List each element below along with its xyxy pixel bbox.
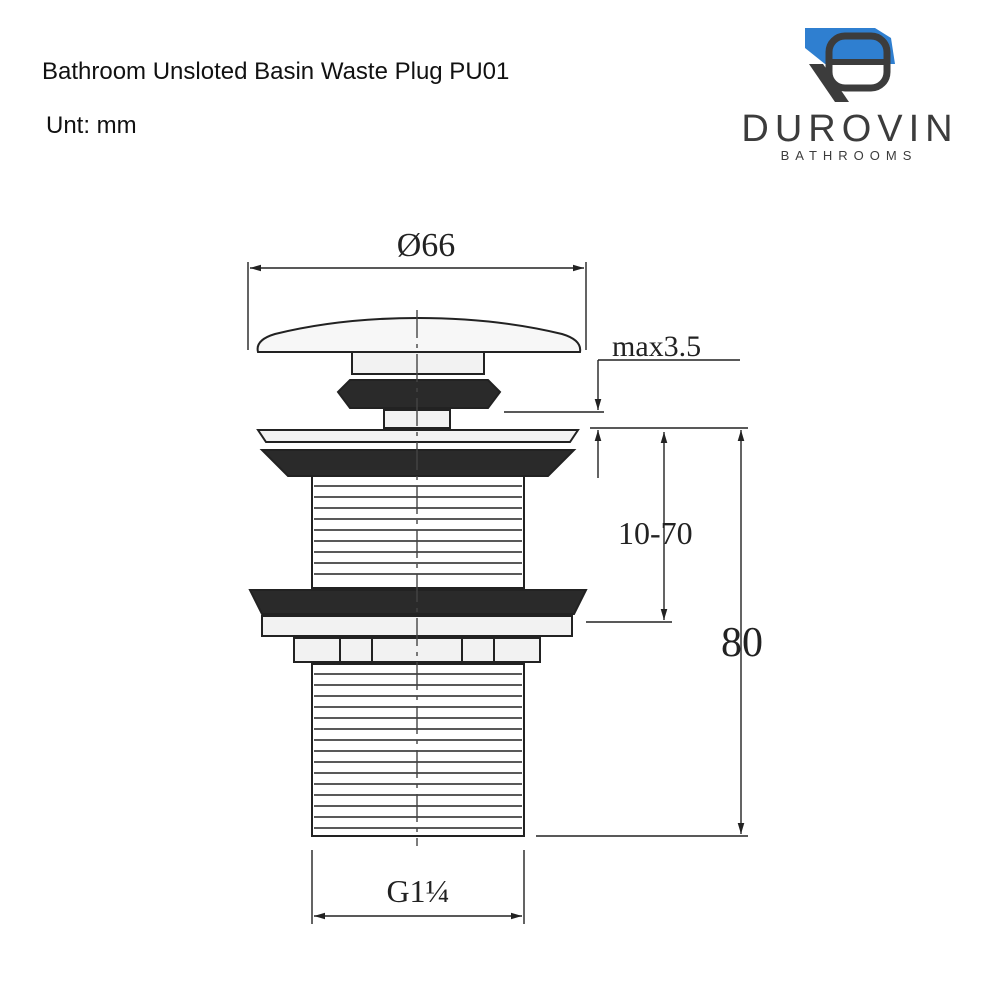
total-height-label: 80	[721, 620, 763, 666]
lock-nut	[248, 589, 588, 615]
diameter-dimension	[247, 262, 587, 350]
lower-thread-body	[311, 663, 525, 837]
upper-threads	[314, 485, 522, 575]
plug-cap	[256, 316, 582, 353]
logo-mark-icon	[805, 28, 895, 102]
cap-stem	[351, 351, 485, 375]
thread-dimension	[311, 850, 525, 924]
page-title: Bathroom Unsloted Basin Waste Plug PU01	[42, 58, 510, 85]
lower-threads	[314, 673, 522, 829]
upper-thread-body	[311, 475, 525, 589]
top-flange	[256, 429, 580, 443]
durovin-logo: DUROVIN BATHROOMS	[700, 20, 990, 170]
adjust-range-dimension	[586, 432, 672, 623]
logo-subtitle: BATHROOMS	[780, 148, 918, 163]
plug-body	[248, 316, 588, 837]
logo-wordmark: DUROVIN	[741, 108, 959, 150]
total-height-dimension	[536, 427, 748, 837]
max-thickness-dimension	[504, 359, 740, 478]
unit-label: Unt: mm	[46, 112, 137, 139]
thread-label: G1¼	[386, 873, 449, 909]
top-flange-dark	[259, 449, 577, 477]
adjust-range-label: 10-70	[618, 515, 693, 551]
diameter-label: Ø66	[397, 227, 456, 264]
max-thickness-label: max3.5	[612, 330, 701, 363]
rubber-seal	[336, 379, 502, 409]
